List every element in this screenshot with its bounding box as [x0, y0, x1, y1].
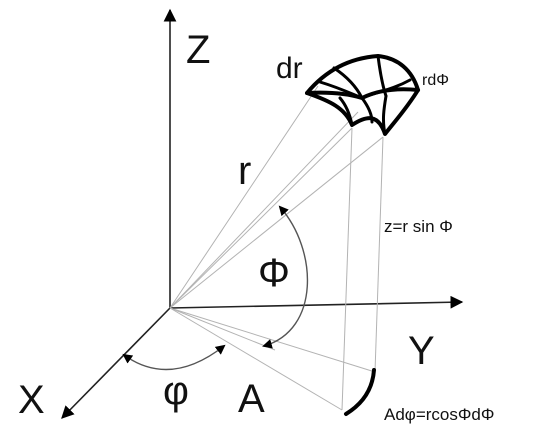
arc-equation-label: Adφ=rcosΦdΦ	[384, 405, 494, 424]
x-axis-label: X	[18, 378, 45, 422]
Phi-arc	[262, 205, 308, 349]
phi-label: φ	[163, 369, 189, 413]
vertical-drops	[341, 127, 384, 411]
dr-label: dr	[276, 52, 303, 85]
A-label: A	[238, 377, 265, 421]
volume-element	[305, 54, 420, 136]
z-axis-label: Z	[186, 28, 210, 72]
x-axis	[61, 307, 171, 419]
phi-arc	[122, 344, 226, 371]
arc-segment-A-dphi	[344, 368, 376, 416]
r-label: r	[238, 149, 251, 193]
radial-lines	[169, 85, 384, 411]
y-axis-label: Y	[408, 329, 435, 373]
y-axis	[169, 295, 464, 309]
Phi-label: Φ	[258, 251, 290, 295]
r-dPhi-label: rdΦ	[422, 72, 449, 89]
z-equation-label: z=r sin Φ	[384, 217, 453, 236]
